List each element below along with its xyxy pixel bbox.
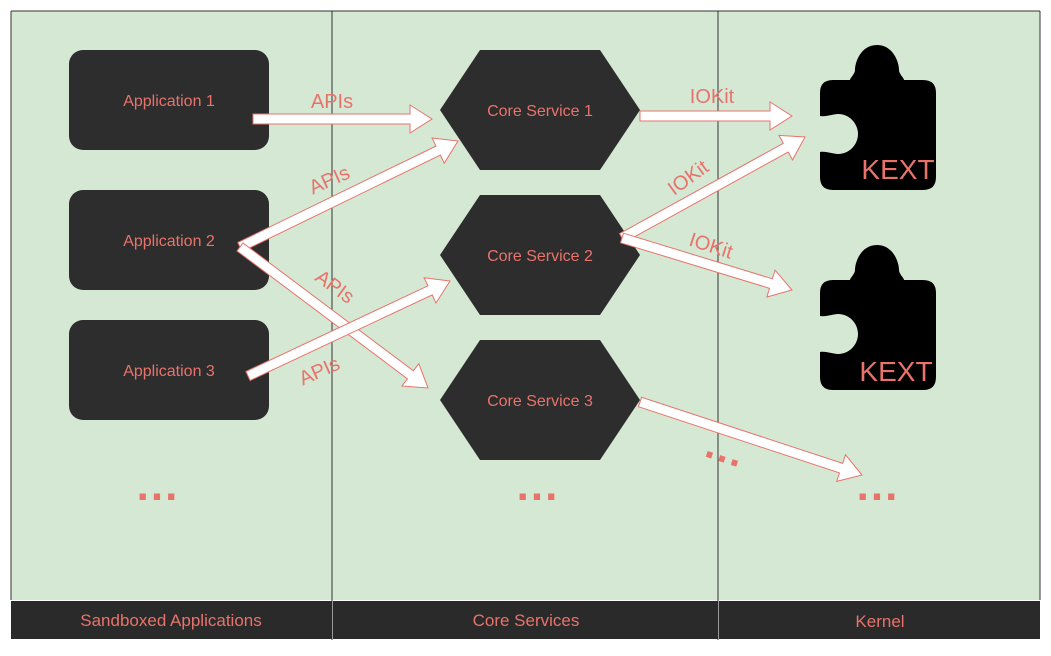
lane-label-sandboxed: Sandboxed Applications	[80, 611, 261, 630]
core-service-1-hexagon[interactable]	[440, 50, 640, 170]
arrow-service2-to-kext2	[619, 232, 793, 298]
arrow-service3-to-more	[637, 396, 863, 483]
arrow-app2-to-service3	[236, 242, 429, 389]
core-service-2-hexagon[interactable]	[440, 195, 640, 315]
lane-footer-core	[333, 601, 718, 639]
kext-2-label: KEXT	[859, 356, 932, 387]
services-ellipsis: ...	[517, 461, 560, 510]
application-3-box[interactable]	[69, 320, 269, 420]
arrow-service2-to-kext1	[618, 134, 806, 244]
core-service-3-hexagon[interactable]	[440, 340, 640, 460]
application-2-label: Application 2	[123, 233, 215, 250]
arrow-app2-to-service1	[237, 137, 459, 253]
puzzle-piece-icon[interactable]	[820, 245, 936, 390]
core-service-1-label: Core Service 1	[487, 103, 593, 120]
application-1-label: Application 1	[123, 93, 215, 110]
apps-ellipsis: ...	[137, 461, 180, 510]
application-2-box[interactable]	[69, 190, 269, 290]
puzzle-piece-icon[interactable]	[820, 45, 936, 190]
edge-label-apis-1: APIs	[311, 91, 353, 113]
arrow-app3-to-service2	[245, 277, 451, 382]
arrow-layer	[236, 101, 863, 483]
application-1-box[interactable]	[69, 50, 269, 150]
core-service-2-label: Core Service 2	[487, 248, 593, 265]
kernel-ellipsis: ...	[857, 461, 900, 510]
lane-label-kernel: Kernel	[855, 612, 904, 631]
core-service-3-label: Core Service 3	[487, 393, 593, 410]
edge-label-iokit-1: IOKit	[690, 86, 735, 108]
application-3-label: Application 3	[123, 363, 215, 380]
lane-footer-sandboxed	[11, 601, 332, 639]
arrow-app1-to-service1	[252, 104, 433, 134]
lane-label-core: Core Services	[473, 611, 580, 630]
lane-footer-kernel	[719, 601, 1040, 639]
arrow-service1-to-kext1	[639, 101, 793, 131]
kext-1-label: KEXT	[861, 154, 934, 185]
